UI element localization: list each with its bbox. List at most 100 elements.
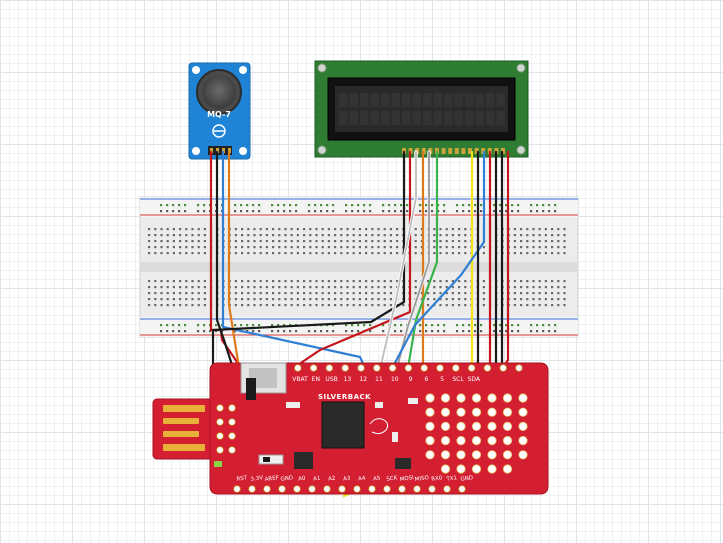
breadboard-hole bbox=[482, 292, 485, 295]
breadboard-hole bbox=[340, 298, 343, 301]
breadboard-hole bbox=[439, 234, 442, 237]
breadboard-hole bbox=[427, 304, 430, 307]
breadboard-hole bbox=[563, 228, 566, 231]
rail-hole bbox=[505, 324, 508, 327]
breadboard-hole bbox=[433, 286, 436, 289]
breadboard-hole bbox=[365, 292, 368, 295]
left-pin-header bbox=[216, 404, 236, 454]
rail-hole bbox=[419, 330, 422, 333]
breadboard-hole bbox=[278, 252, 281, 255]
breadboard-hole bbox=[365, 228, 368, 231]
breadboard-hole bbox=[234, 246, 237, 249]
breadboard-hole bbox=[482, 280, 485, 283]
proto-hole bbox=[502, 393, 513, 403]
rail-hole bbox=[178, 324, 181, 327]
proto-hole bbox=[487, 435, 497, 446]
breadboard-hole bbox=[389, 252, 392, 255]
side-pin-hole bbox=[216, 446, 224, 454]
breadboard-hole bbox=[303, 246, 306, 249]
breadboard-hole bbox=[148, 228, 151, 231]
breadboard-hole bbox=[185, 228, 188, 231]
rail-hole bbox=[271, 330, 274, 333]
rail-hole bbox=[400, 324, 403, 327]
breadboard-hole bbox=[482, 298, 485, 301]
header-pin-hole bbox=[341, 364, 350, 372]
header-pin-hole bbox=[467, 364, 476, 372]
reset-button[interactable] bbox=[395, 458, 411, 469]
usb-contact bbox=[163, 444, 205, 451]
breadboard-hole bbox=[551, 280, 554, 283]
breadboard-hole bbox=[451, 292, 454, 295]
breadboard-hole bbox=[303, 252, 306, 255]
breadboard-hole bbox=[563, 280, 566, 283]
sensor-model-label: MQ-7 bbox=[207, 110, 231, 119]
rail-hole bbox=[246, 324, 249, 327]
rail-hole bbox=[184, 210, 187, 213]
breadboard-hole bbox=[458, 228, 461, 231]
rail-hole bbox=[406, 210, 409, 213]
rail-hole bbox=[289, 204, 292, 207]
breadboard-hole bbox=[334, 286, 337, 289]
breadboard-hole bbox=[321, 240, 324, 243]
rail-hole bbox=[468, 204, 471, 207]
gas-sensor-module: MQ-7 bbox=[188, 62, 251, 160]
proto-hole bbox=[487, 450, 497, 460]
breadboard-hole bbox=[327, 298, 330, 301]
rail-hole bbox=[197, 204, 200, 207]
breadboard-hole bbox=[544, 228, 547, 231]
rail-hole bbox=[351, 324, 354, 327]
proto-hole bbox=[518, 407, 528, 417]
breadboard-hole bbox=[309, 286, 312, 289]
breadboard-hole bbox=[272, 234, 275, 237]
breadboard-hole bbox=[290, 228, 293, 231]
breadboard-hole bbox=[513, 228, 516, 231]
breadboard-hole bbox=[309, 234, 312, 237]
rail-hole bbox=[295, 210, 298, 213]
rail-hole bbox=[351, 330, 354, 333]
proto-hole bbox=[487, 407, 497, 417]
bottom-pin-label: RX0 bbox=[431, 475, 443, 483]
breadboard-hole bbox=[290, 292, 293, 295]
breadboard-hole bbox=[414, 246, 417, 249]
board-logo-icon bbox=[369, 418, 389, 435]
breadboard-hole bbox=[296, 228, 299, 231]
lcd-cell bbox=[496, 93, 506, 107]
breadboard-hole bbox=[458, 298, 461, 301]
proto-hole bbox=[425, 407, 435, 417]
breadboard-hole bbox=[253, 234, 256, 237]
breadboard-hole bbox=[253, 246, 256, 249]
breadboard-hole bbox=[265, 304, 268, 307]
breadboard-hole bbox=[532, 280, 535, 283]
breadboard-hole bbox=[513, 240, 516, 243]
breadboard-hole bbox=[179, 304, 182, 307]
breadboard-hole bbox=[234, 252, 237, 255]
breadboard-hole bbox=[148, 286, 151, 289]
breadboard-hole bbox=[284, 240, 287, 243]
breadboard-hole bbox=[315, 286, 318, 289]
rail-hole bbox=[499, 324, 502, 327]
breadboard-hole bbox=[458, 304, 461, 307]
rail-hole bbox=[160, 330, 163, 333]
proto-hole bbox=[518, 450, 528, 460]
breadboard-hole bbox=[358, 280, 361, 283]
breadboard-hole bbox=[334, 280, 337, 283]
breadboard-hole bbox=[296, 252, 299, 255]
breadboard-hole bbox=[365, 252, 368, 255]
breadboard-hole bbox=[538, 280, 541, 283]
power-switch-knob[interactable] bbox=[263, 457, 270, 462]
rail-hole bbox=[345, 330, 348, 333]
breadboard-hole bbox=[160, 292, 163, 295]
breadboard-hole bbox=[290, 286, 293, 289]
rail-hole bbox=[425, 204, 428, 207]
breadboard-hole bbox=[272, 240, 275, 243]
power-switch[interactable] bbox=[258, 454, 284, 465]
breadboard-hole bbox=[383, 252, 386, 255]
side-pin-hole bbox=[228, 432, 236, 440]
usb-contact bbox=[163, 418, 199, 424]
breadboard-hole bbox=[172, 234, 175, 237]
rail-hole bbox=[314, 204, 317, 207]
header-pin-hole bbox=[436, 364, 444, 372]
breadboard-hole bbox=[203, 280, 206, 283]
breadboard-hole bbox=[234, 286, 237, 289]
breadboard-hole bbox=[365, 240, 368, 243]
